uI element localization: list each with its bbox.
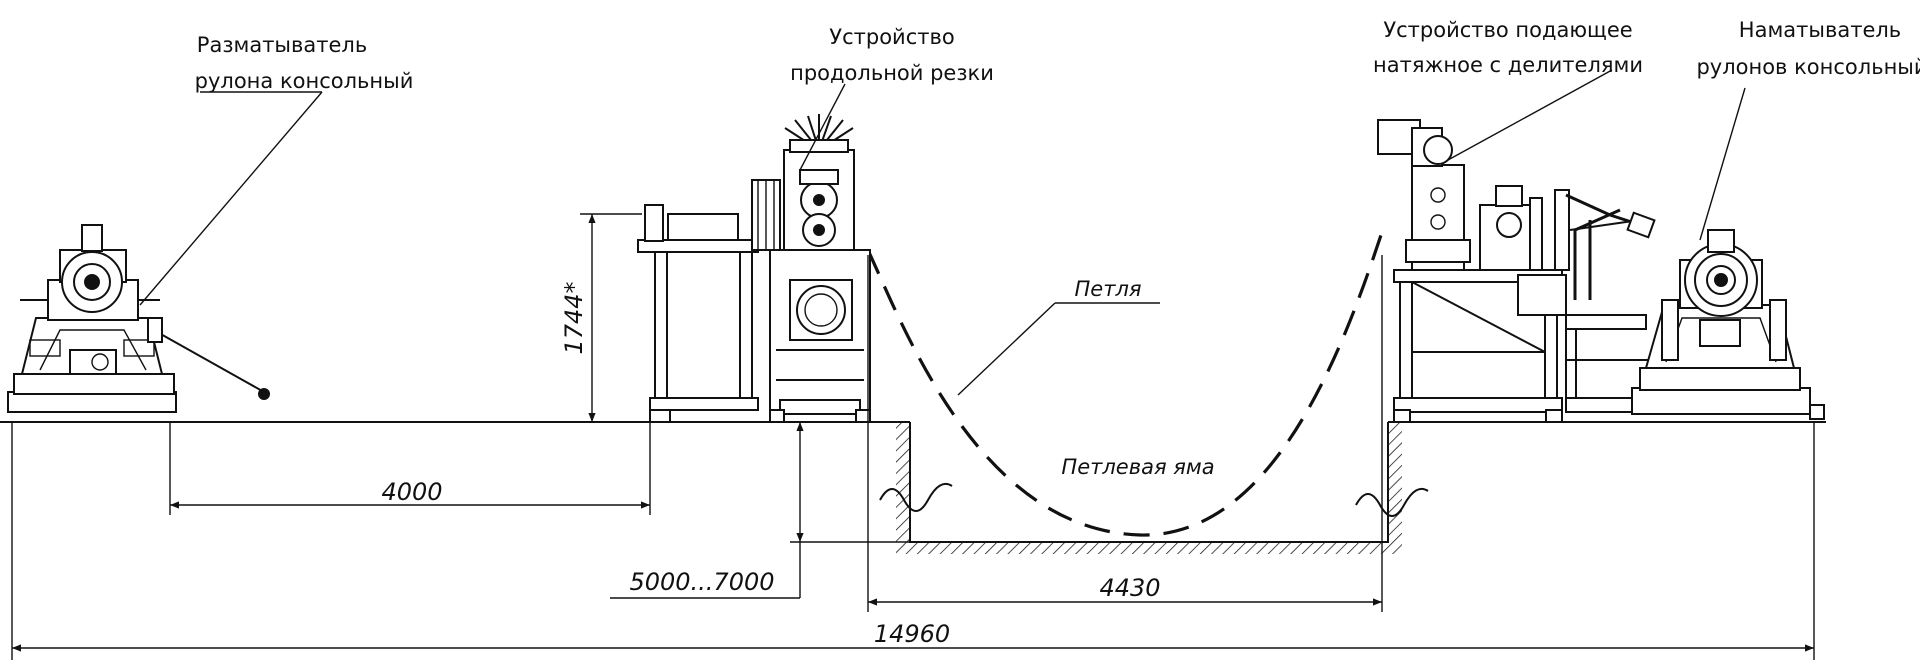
loop-label: Петля bbox=[1075, 277, 1142, 301]
break-mark-right bbox=[1355, 487, 1429, 517]
dimension-pit-depth-text: 5000...7000 bbox=[629, 568, 774, 596]
dimension-height-text: 1744* bbox=[560, 281, 588, 354]
uncoiler-machine bbox=[7, 224, 270, 413]
tension-stand-machine bbox=[1377, 119, 1641, 423]
dimension-pit-width: 4430 bbox=[867, 255, 1383, 612]
loop-pit-label: Петлевая яма bbox=[1061, 455, 1214, 479]
slitter-machine bbox=[637, 114, 871, 423]
uncoiler-label-line1: Разматыватель bbox=[197, 33, 367, 57]
tension-label-line1: Устройство подающее bbox=[1383, 18, 1632, 42]
dimension-overall: 14960 bbox=[11, 422, 1815, 660]
dimension-pit-width-text: 4430 bbox=[1099, 574, 1160, 602]
dimension-4000-text: 4000 bbox=[381, 478, 442, 506]
dimension-overall-text: 14960 bbox=[874, 620, 950, 648]
recoiler-label-line2: рулонов консольный bbox=[1696, 55, 1920, 79]
break-mark-left bbox=[879, 482, 953, 512]
slitter-label-line1: Устройство bbox=[829, 25, 954, 49]
loop-pit bbox=[879, 422, 1429, 554]
recoiler-label-line1: Наматыватель bbox=[1739, 18, 1901, 42]
slitter-label-line2: продольной резки bbox=[790, 61, 994, 85]
dimension-4000: 4000 bbox=[169, 422, 651, 515]
dimension-height: 1744* bbox=[560, 213, 642, 422]
tension-label-line2: натяжное с делителями bbox=[1373, 53, 1643, 77]
leader-lines bbox=[139, 69, 1746, 396]
strip-loop-curve bbox=[866, 231, 1384, 537]
uncoiler-label-line2: рулона консольный bbox=[195, 69, 414, 93]
recoiler-machine bbox=[1565, 193, 1825, 420]
dimension-pit-depth: 5000...7000 bbox=[610, 422, 910, 599]
